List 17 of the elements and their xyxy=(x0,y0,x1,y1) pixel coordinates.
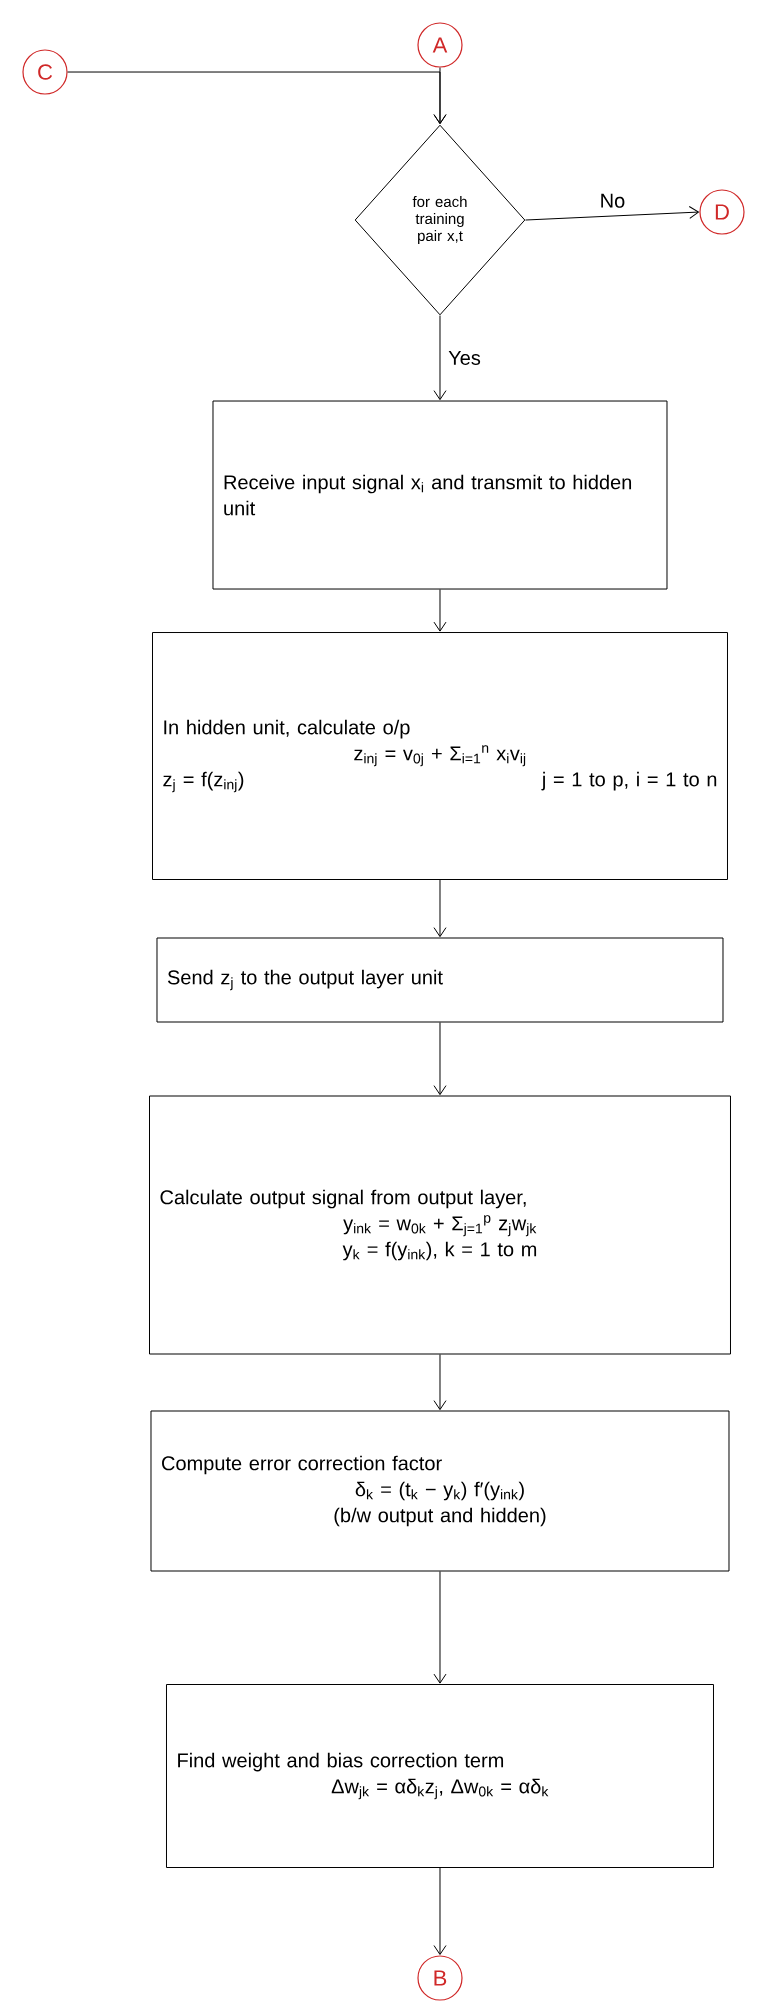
process-box: Compute error correction factor δ$_{k}$ = (t$_{k}$ − y$_{k}$) f′(y$_{ink}$) (b/w output and hidden) xyxy=(150,1410,730,1572)
process-box: Calculate output signal from output layer, y$_{ink}$ = w$_{0k}$ + Σ$_{j=1}$$^{p}$ z$_{j}$w$_{jk}$ y$_{k}$ = f(y$_{ink}$), k = 1 to m xyxy=(149,1095,731,1355)
arrow xyxy=(433,1354,447,1411)
arrow xyxy=(433,879,447,938)
process-box: Find weight and bias correction term Δw$_{jk}$ = αδ$_{k}$z$_{j}$, Δw$_{0k}$ = αδ$_{k}$ xyxy=(166,1684,714,1868)
arrow xyxy=(433,589,447,632)
edge-label: Yes xyxy=(446,349,483,367)
arrow xyxy=(67,71,447,125)
arrow xyxy=(433,1571,447,1684)
arrow xyxy=(433,315,447,401)
edge-label: No xyxy=(597,191,628,210)
process-box: Send z$_{j}$ to the output layer unit xyxy=(156,937,724,1023)
arrow xyxy=(525,206,699,221)
process-box: In hidden unit, calculate o/p z$_{inj}$ = v$_{0j}$ + Σ$_{i=1}$$^{n}$ x$_{i}$v$_{ij}$ z$_{j}$ = f(z$_{inj}$) j = 1 to p, i = 1 to n xyxy=(152,632,728,880)
arrow xyxy=(433,1867,447,1955)
process-box: Receive input signal x$_{i}$ and transmit to hidden unit xyxy=(212,400,668,590)
arrow xyxy=(433,1022,447,1096)
